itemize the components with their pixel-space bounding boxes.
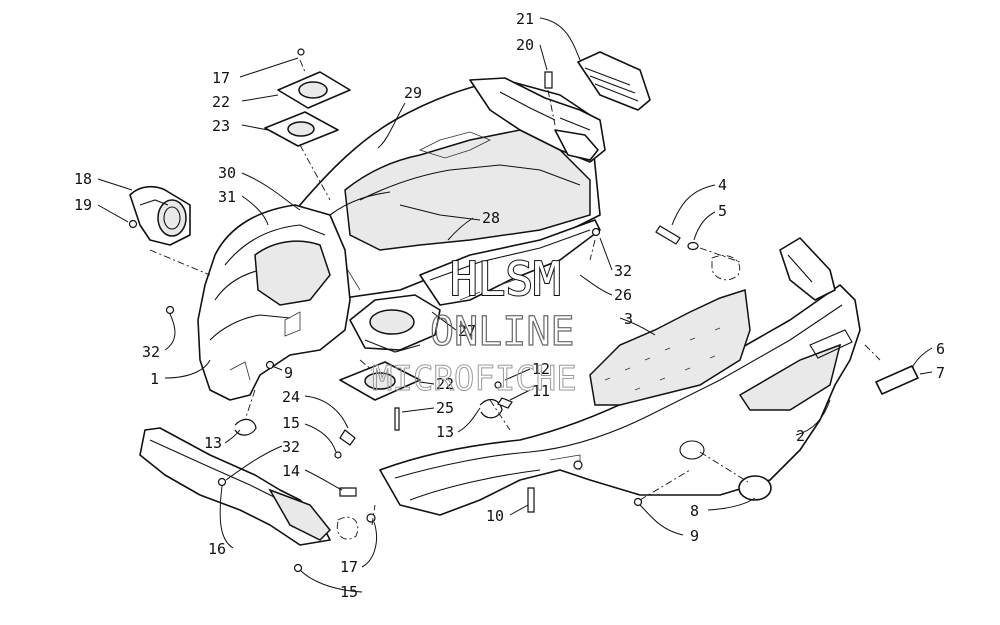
hardware-fasteners: [128, 48, 741, 573]
callout-31: 31: [218, 188, 236, 206]
part-21-vent-grille: [577, 51, 651, 111]
callout-17: 17: [212, 69, 230, 87]
callout-23: 23: [212, 117, 230, 135]
callout-17: 17: [340, 558, 358, 576]
part-29-console-panel: [299, 77, 606, 301]
callout-19: 19: [74, 196, 92, 214]
callout-22: 22: [212, 93, 230, 111]
callout-9: 9: [690, 527, 699, 545]
assembly-lines: [149, 59, 881, 526]
callout-25: 25: [436, 399, 454, 417]
callout-8: 8: [690, 502, 699, 520]
callout-30: 30: [218, 164, 236, 182]
part-18-intake-boot: [129, 185, 191, 246]
part-2-belly-pan: [379, 237, 861, 516]
part-23-plate: [264, 111, 339, 147]
part-8-round-cover: [679, 440, 772, 501]
watermark-line-2: ONLINE: [430, 309, 575, 355]
callout-26: 26: [614, 286, 632, 304]
callout-22: 22: [436, 375, 454, 393]
callout-18: 18: [74, 170, 92, 188]
callout-9: 9: [284, 364, 293, 382]
part-16-front-bumper: [139, 427, 332, 546]
part-22-plate-upper: [277, 71, 351, 109]
callout-1: 1: [150, 370, 159, 388]
callout-27: 27: [458, 322, 476, 340]
callout-10: 10: [486, 507, 504, 525]
callout-13: 13: [204, 434, 222, 452]
callout-24: 24: [282, 388, 300, 406]
callout-21: 21: [516, 10, 534, 28]
watermark: HLSM ONLINE MICROFICHE: [372, 251, 578, 400]
watermark-line-1: HLSM: [450, 252, 561, 306]
part-22-plate-lower: [339, 361, 421, 401]
callout-32: 32: [614, 262, 632, 280]
callout-11: 11: [532, 382, 550, 400]
callout-16: 16: [208, 540, 226, 558]
watermark-line-3: MICROFICHE: [372, 359, 577, 399]
callout-labels: 17 22 23 29 21 20 18 19 30 31 28 4 5 32 …: [74, 10, 945, 601]
callout-12: 12: [532, 360, 550, 378]
part-3-insulation-pad: [589, 289, 751, 406]
callout-15: 15: [282, 414, 300, 432]
callout-20: 20: [516, 36, 534, 54]
part-1-side-panel: [197, 204, 351, 401]
callout-4: 4: [718, 176, 727, 194]
leader-lines: [97, 17, 933, 593]
callout-32: 32: [282, 438, 300, 456]
callout-14: 14: [282, 462, 300, 480]
callout-29: 29: [404, 84, 422, 102]
callout-6: 6: [936, 340, 945, 358]
callout-7: 7: [936, 364, 945, 382]
callout-2: 2: [796, 427, 805, 445]
callout-15: 15: [340, 583, 358, 601]
part-28-dash-panel: [419, 219, 601, 306]
part-27-duct: [349, 294, 441, 353]
callout-13: 13: [436, 423, 454, 441]
callout-32: 32: [142, 343, 160, 361]
callout-28: 28: [482, 209, 500, 227]
part-6-reflector: [875, 365, 919, 395]
callout-3: 3: [624, 310, 633, 328]
callout-5: 5: [718, 202, 727, 220]
